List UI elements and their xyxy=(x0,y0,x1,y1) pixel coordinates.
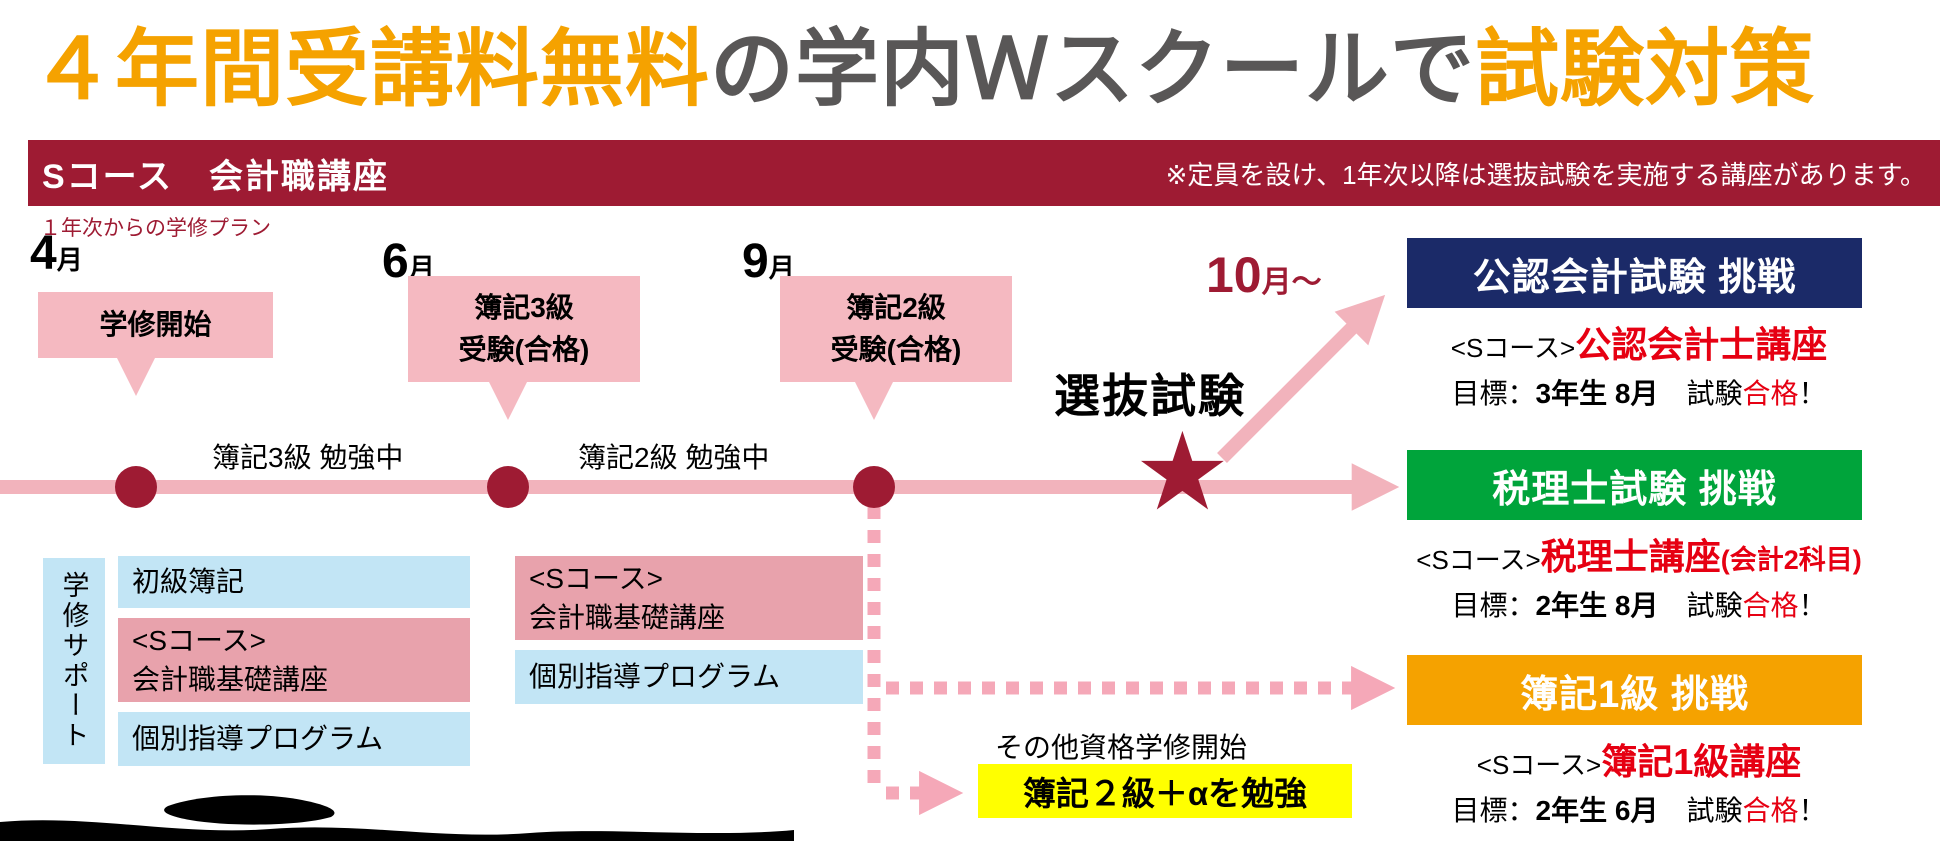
course-prefix: <Sコース> xyxy=(1450,333,1576,363)
support-box-individual-program-left: 個別指導プログラム xyxy=(118,712,470,766)
challenge-sub-cpa: <Sコース>公認会計士講座 目標：3年生 8月 試験合格！ xyxy=(1384,316,1894,412)
callout-tail xyxy=(117,358,155,396)
support-box-accounting-basic-left: <Sコース> 会計職基礎講座 xyxy=(118,618,470,702)
plan-label: １年次からの学修プラン xyxy=(40,217,271,240)
challenge-sub-tax-accountant: <Sコース>税理士講座(会計2科目) 目標：2年生 8月 試験合格！ xyxy=(1384,528,1894,624)
title-middle: の学内Ｗスクールで xyxy=(710,22,1476,116)
goal-line: 目標：3年生 8月 試験合格！ xyxy=(1451,378,1827,409)
banner-course-name: Sコース 会計職講座 xyxy=(42,157,389,196)
timeline-dot-april xyxy=(115,466,157,508)
challenge-box-cpa: 公認会計試験 挑戦 xyxy=(1407,238,1862,308)
course-prefix: <Sコース> xyxy=(1416,545,1541,575)
course-prefix: <Sコース> xyxy=(1476,750,1602,780)
support-box-beginner-boki: 初級簿記 xyxy=(118,556,470,608)
month-october-onward: 10月～ xyxy=(1206,247,1322,303)
star-icon: ★ xyxy=(1134,411,1231,532)
banner-note: ※定員を設け、1年次以降は選抜試験を実施する講座があります。 xyxy=(1165,159,1926,190)
selection-exam-label: 選抜試験 xyxy=(1054,370,1246,422)
other-study-highlight: 簿記２級＋αを勉強 xyxy=(978,764,1352,818)
other-study-label: その他資格学修開始 xyxy=(995,732,1248,763)
course-name: 税理士講座 xyxy=(1540,536,1721,577)
challenge-sub-boki1: <Sコース>簿記1級講座 目標：2年生 6月 試験合格！ xyxy=(1384,733,1894,829)
challenge-box-boki1: 簿記1級 挑戦 xyxy=(1407,655,1862,725)
goal-line: 目標：2年生 6月 試験合格！ xyxy=(1451,795,1827,826)
page-title: ４年間受講料無料の学内Ｗスクールで試験対策 xyxy=(30,2,1815,123)
timeline-dot-september xyxy=(853,466,895,508)
title-highlight-2: 試験対策 xyxy=(1475,22,1816,116)
callout-tail xyxy=(489,382,527,420)
month-june: 6月 xyxy=(382,235,435,288)
title-highlight-1: ４年間受講料無料 xyxy=(30,22,711,116)
callout-boki2-exam: 簿記2級 受験(合格) xyxy=(780,276,1012,420)
support-box-accounting-basic-mid: <Sコース> 会計職基礎講座 xyxy=(515,556,863,640)
challenge-box-tax-accountant: 税理士試験 挑戦 xyxy=(1407,450,1862,520)
course-note: (会計2科目) xyxy=(1720,545,1862,575)
support-vertical-label: 学修サポート xyxy=(43,558,105,764)
support-box-individual-program-mid: 個別指導プログラム xyxy=(515,650,863,704)
course-name: 公認会計士講座 xyxy=(1575,324,1828,365)
course-banner: Sコース 会計職講座 ※定員を設け、1年次以降は選抜試験を実施する講座があります… xyxy=(28,140,1940,206)
timeline-dot-june xyxy=(487,466,529,508)
callout-study-start: 学修開始 xyxy=(38,292,273,396)
studying-label-boki3: 簿記3級 勉強中 xyxy=(212,442,404,473)
ink-scribble-band xyxy=(0,820,794,841)
callout-tail xyxy=(855,382,893,420)
ink-scribble-blob xyxy=(164,795,335,825)
goal-line: 目標：2年生 8月 試験合格！ xyxy=(1451,590,1827,621)
month-april: 4月 xyxy=(30,227,83,280)
callout-boki3-exam: 簿記3級 受験(合格) xyxy=(408,276,640,420)
course-name: 簿記1級講座 xyxy=(1601,741,1802,782)
studying-label-boki2: 簿記2級 勉強中 xyxy=(578,442,770,473)
